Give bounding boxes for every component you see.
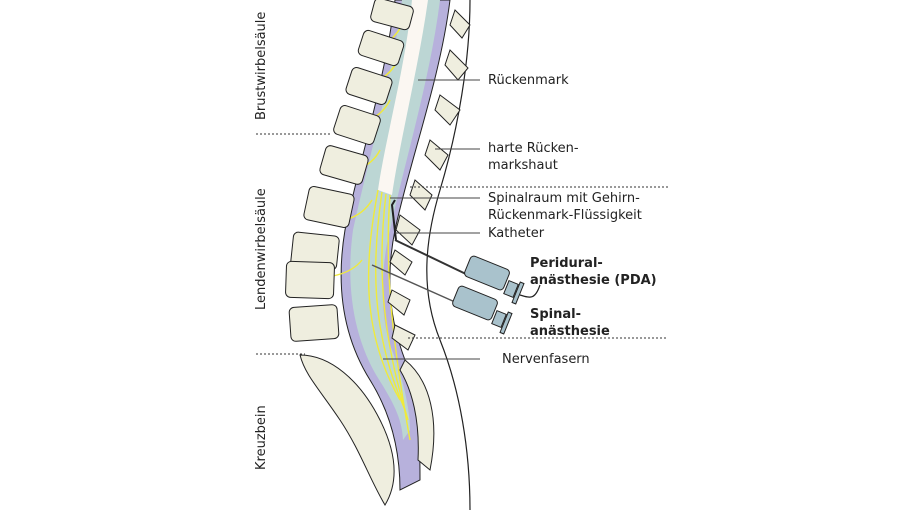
label-dura-line1: harte Rücken- (488, 141, 579, 156)
region-label-sacrum: Kreuzbein (254, 405, 269, 470)
back-outline (426, 0, 471, 510)
label-nerve-fibers: Nervenfasern (502, 352, 590, 367)
vertebrae (285, 0, 414, 506)
csf-space (350, 0, 440, 440)
spinal-syringe (452, 285, 513, 335)
spinal-needle (371, 264, 456, 303)
catheter-line (390, 199, 397, 241)
label-pda-line2: anästhesie (PDA) (530, 273, 657, 288)
pda-syringe (464, 255, 525, 305)
region-label-thoracic: Brustwirbelsäule (254, 11, 269, 120)
pda-connector (519, 284, 541, 298)
label-spinal-line1: Spinal- (530, 307, 582, 322)
pda-needle (394, 239, 469, 276)
label-dura-line2: markshaut (488, 158, 558, 173)
label-spinal-cord: Rückenmark (488, 73, 569, 88)
spinal-cord (378, 0, 428, 195)
leader-lines (383, 79, 480, 360)
label-catheter: Katheter (488, 226, 545, 241)
label-csf-line2: Rückenmark-Flüssigkeit (488, 208, 642, 223)
label-pda-line1: Peridural- (530, 256, 603, 271)
region-label-lumbar: Lendenwirbelsäule (254, 188, 269, 310)
label-csf-line1: Spinalraum mit Gehirn- (488, 191, 640, 206)
label-spinal-line2: anästhesie (530, 324, 610, 339)
region-separators (256, 133, 668, 355)
